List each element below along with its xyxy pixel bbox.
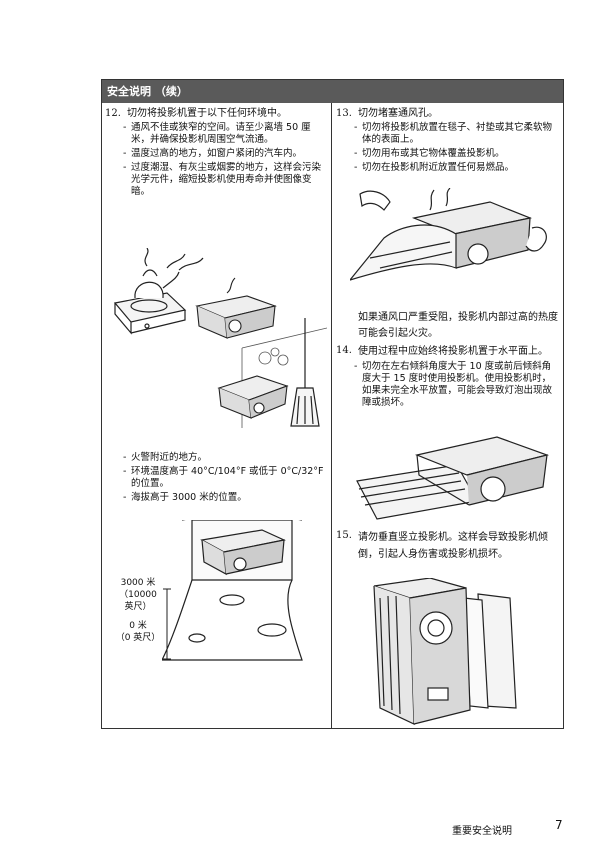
blocked-vent-illustration [350, 188, 547, 281]
item-number: 13. [336, 108, 352, 119]
footer-section-label: 重要安全说明 [452, 826, 512, 837]
item-number: 12. [105, 108, 121, 119]
item-title: 使用过程中应始终将投影机置于水平面上。 [358, 346, 548, 357]
item-13-bullets: 切勿将投影机放置在毯子、衬垫或其它柔软物体的表面上。 切勿用布或其它物体覆盖投影… [354, 122, 558, 174]
right-column-mid: 如果通风口严重受阻，投影机内部过高的热度可能会引起火灾。 14. 使用过程中应始… [336, 310, 558, 411]
left-column: 12. 切勿将投影机置于以下任何环境中。 通风不佳或狭窄的空间。请至少离墙 50… [105, 103, 327, 200]
right-column: 13. 切勿堵塞通风孔。 切勿将投影机放置在毯子、衬垫或其它柔软物体的表面上。 … [336, 103, 558, 176]
bullet: 过度潮湿、有灰尘或烟雾的地方，这样会污染光学元件，缩短投影机使用寿命并使图像变暗… [123, 162, 327, 198]
altitude-line: 英尺） [124, 602, 152, 612]
tilted-projector-illustration [356, 436, 550, 520]
bullet: 环境温度高于 40°C/104°F 或低于 0°C/32°F 的位置。 [123, 466, 327, 490]
hazard-environment-illustration [113, 248, 327, 428]
column-divider [331, 103, 332, 728]
item-number: 14. [336, 345, 352, 356]
right-column-bottom: 15. 请勿垂直竖立投影机。这样会导致投影机倾倒，引起人身伤害或投影机损坏。 [336, 525, 558, 563]
altitude-bracket [163, 588, 171, 660]
altitude-line: 0 米 [129, 621, 147, 631]
vertical-projector-illustration [373, 578, 517, 725]
bullet: 切勿在投影机附近放置任何易燃品。 [354, 162, 558, 174]
vent-note: 如果通风口严重受阻，投影机内部过高的热度可能会引起火灾。 [358, 312, 558, 339]
bullet: 通风不佳或狭窄的空间。请至少离墙 50 厘米，并确保投影机周围空气流通。 [123, 122, 327, 146]
altitude-line: 3000 米 [120, 578, 156, 588]
item-12-heading: 12. 切勿将投影机置于以下任何环境中。 [105, 107, 327, 120]
item-12-bullets-b: 火警附近的地方。 环境温度高于 40°C/104°F 或低于 0°C/32°F … [123, 452, 327, 504]
item-number: 15. [336, 530, 352, 541]
altitude-low-label: 0 米 （0 英尺） [108, 620, 168, 644]
item-15-heading: 15. 请勿垂直竖立投影机。这样会导致投影机倾倒，引起人身伤害或投影机损坏。 [336, 529, 558, 563]
bullet: 海拔高于 3000 米的位置。 [123, 492, 327, 504]
bullet: 切勿用布或其它物体覆盖投影机。 [354, 148, 558, 160]
item-12-bullets-a: 通风不佳或狭窄的空间。请至少离墙 50 厘米，并确保投影机周围空气流通。 温度过… [123, 122, 327, 198]
bullet: 火警附近的地方。 [123, 452, 327, 464]
safety-table: 安全说明 （续） 12. 切勿将投影机置于以下任何环境中。 通风不佳或狭窄的空间… [101, 79, 564, 729]
item-title: 切勿堵塞通风孔。 [358, 108, 438, 119]
page-number: 7 [555, 818, 563, 832]
bullet: 切勿在左右倾斜角度大于 10 度或前后倾斜角度大于 15 度时使用投影机。使用投… [354, 361, 558, 409]
item-title: 切勿将投影机置于以下任何环境中。 [127, 108, 287, 119]
altitude-line: （0 英尺） [115, 633, 161, 643]
item-13-heading: 13. 切勿堵塞通风孔。 [336, 107, 558, 120]
item-14-heading: 14. 使用过程中应始终将投影机置于水平面上。 [336, 344, 558, 359]
bullet: 切勿将投影机放置在毯子、衬垫或其它柔软物体的表面上。 [354, 122, 558, 146]
bullet: 温度过高的地方，如窗户紧闭的汽车内。 [123, 148, 327, 160]
item-title: 请勿垂直竖立投影机。这样会导致投影机倾倒，引起人身伤害或投影机损坏。 [358, 532, 548, 560]
altitude-line: （10000 [119, 590, 157, 600]
altitude-illustration [162, 520, 303, 661]
item-14-bullets: 切勿在左右倾斜角度大于 10 度或前后倾斜角度大于 15 度时使用投影机。使用投… [354, 361, 558, 409]
altitude-high-label: 3000 米 （10000 英尺） [108, 577, 168, 613]
left-column-continued: 火警附近的地方。 环境温度高于 40°C/104°F 或低于 0°C/32°F … [105, 450, 327, 506]
section-header: 安全说明 （续） [102, 80, 563, 103]
